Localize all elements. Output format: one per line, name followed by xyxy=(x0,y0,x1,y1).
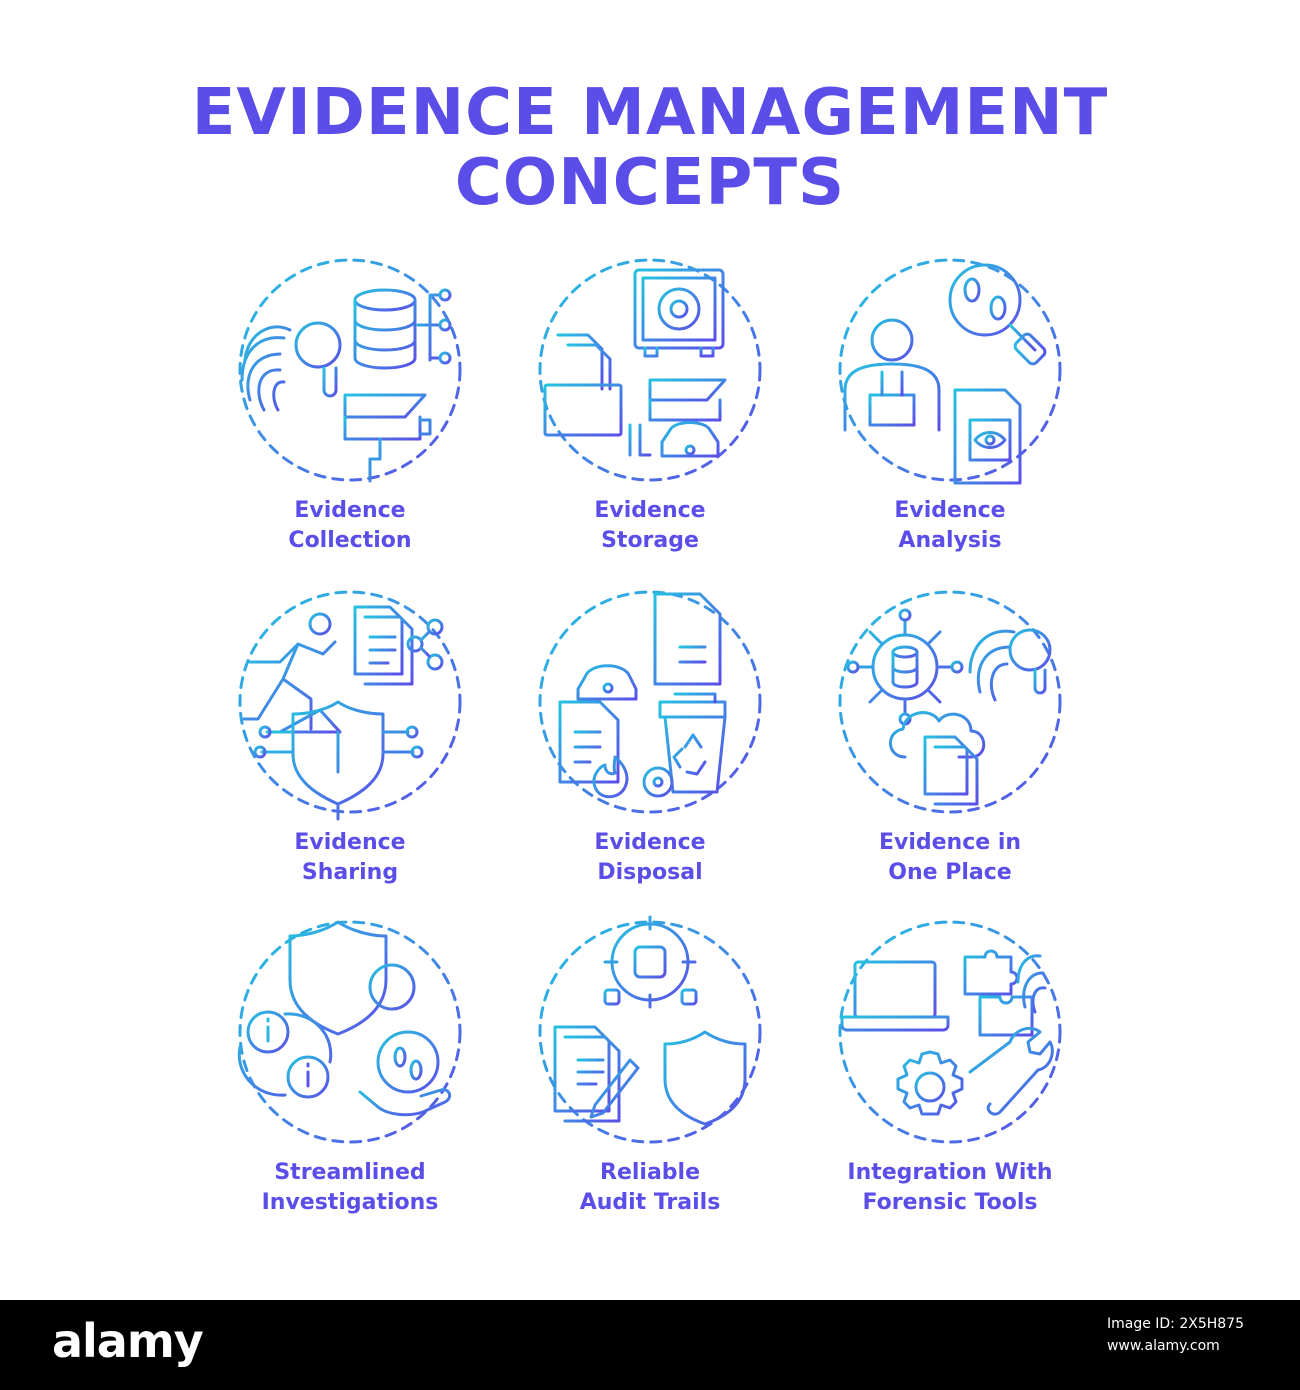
fingerprint-magnifier-icon xyxy=(968,628,1052,702)
footprints-magnifier-icon xyxy=(948,263,1047,366)
dashed-ring xyxy=(838,920,1062,1144)
recycle-bin-icon xyxy=(642,692,727,798)
dashed-ring xyxy=(838,590,1062,814)
dashed-ring xyxy=(538,920,762,1144)
database-network-icon xyxy=(353,288,452,370)
dashed-ring xyxy=(238,920,462,1144)
laptop-icon xyxy=(840,960,950,1032)
database-hub-icon xyxy=(846,608,964,726)
circuit-shield-icon xyxy=(253,700,424,821)
gear-wrench-icon xyxy=(896,1026,1054,1116)
security-camera-icon xyxy=(343,393,432,483)
camera-suspect-icon xyxy=(628,378,727,458)
dashed-ring xyxy=(538,258,762,482)
suspect-document-icon xyxy=(576,592,722,701)
shield-icon xyxy=(663,1030,747,1126)
runner-icon xyxy=(242,612,342,734)
safe-icon xyxy=(633,268,725,358)
dashed-ring xyxy=(838,258,1062,482)
file-drawer-icon xyxy=(543,333,623,437)
document-share-icon xyxy=(353,605,444,686)
infographic: EVIDENCE MANAGEMENT CONCEPTS xyxy=(191,76,1109,1242)
cloud-files-icon xyxy=(889,711,986,806)
eye-document-icon xyxy=(953,388,1022,485)
image-id: Image ID: 2X5H875 xyxy=(1106,1316,1244,1332)
dashed-ring xyxy=(238,590,462,814)
dashed-ring xyxy=(538,590,762,814)
dashed-ring xyxy=(238,258,462,482)
page-title: EVIDENCE MANAGEMENT xyxy=(191,76,1109,150)
page-title-second-line: CONCEPTS xyxy=(454,146,846,220)
watermark-footer: alamy Image ID: 2X5H875 www.alamy.com xyxy=(0,1300,1300,1390)
image-id-block: Image ID: 2X5H875 www.alamy.com xyxy=(1107,1313,1244,1357)
investigator-icon xyxy=(843,318,941,432)
info-shield-icon xyxy=(288,920,416,1036)
burning-document-icon xyxy=(558,700,629,799)
fingerprint-magnifier-icon xyxy=(240,321,342,412)
hand-footprints-icon xyxy=(358,1030,452,1117)
puzzle-fingerprint-icon xyxy=(963,949,1047,1037)
info-cycle-icon xyxy=(237,1010,333,1099)
site-url: www.alamy.com xyxy=(1106,1338,1220,1354)
brand-logo: alamy xyxy=(52,1314,204,1368)
signed-documents-icon xyxy=(553,1025,640,1123)
target-chip-icon xyxy=(603,915,698,1009)
